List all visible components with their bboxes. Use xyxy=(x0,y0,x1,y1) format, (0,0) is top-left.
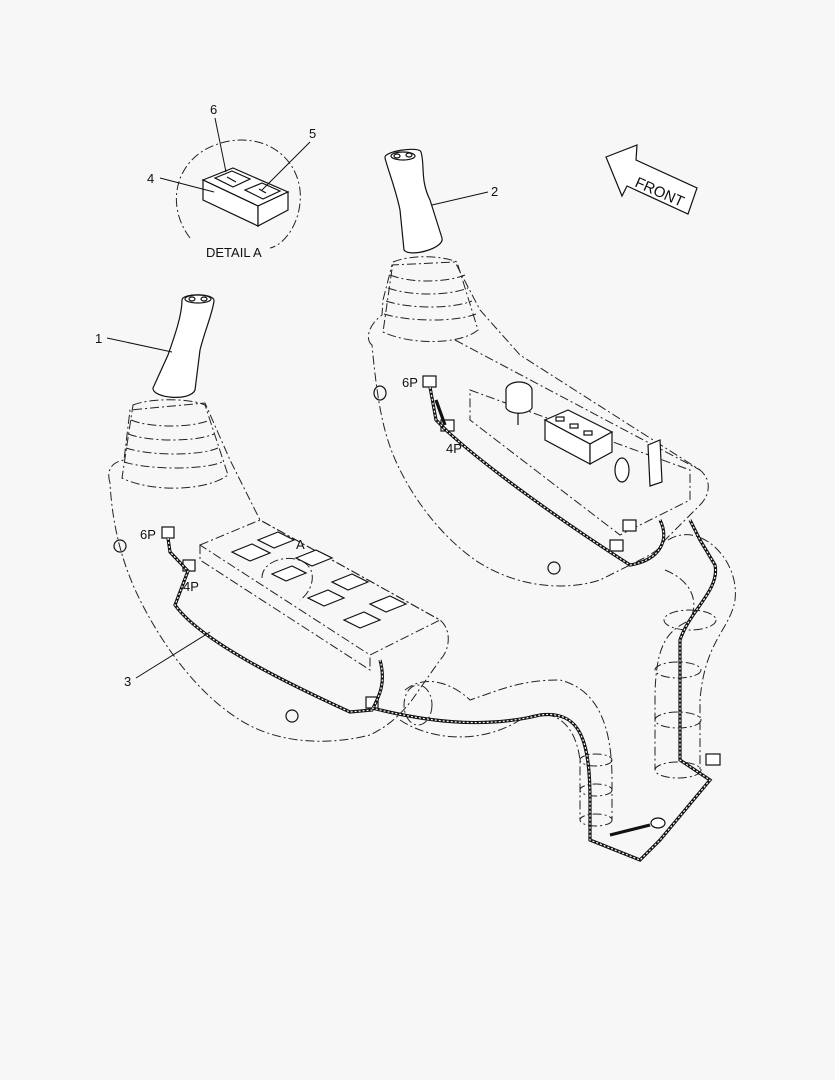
front-arrow-icon: FRONT xyxy=(605,144,698,215)
connector-6p-left: 6P xyxy=(140,527,156,542)
callout-1: 1 xyxy=(95,331,102,346)
detail-a-marker: A xyxy=(296,537,305,552)
connector-6p-right: 6P xyxy=(402,375,418,390)
key-switch-icon xyxy=(505,381,533,425)
switch-icon xyxy=(270,565,308,582)
switch-icon xyxy=(256,531,296,549)
switch-icon xyxy=(213,170,252,188)
joystick-handle-icon xyxy=(152,294,215,398)
callout-4: 4 xyxy=(147,171,154,186)
connector-4p-left: 4P xyxy=(183,579,199,594)
switch-icon xyxy=(342,611,382,629)
joystick-handle-icon xyxy=(384,148,443,254)
connector-4p-right: 4P xyxy=(446,441,462,456)
callout-6: 6 xyxy=(210,102,217,117)
leader-1 xyxy=(106,337,173,353)
switch-block-side xyxy=(257,191,289,227)
leader-5 xyxy=(261,141,311,191)
ground-terminal xyxy=(650,817,666,829)
leader-6 xyxy=(214,117,227,173)
detail-a-marker-circle xyxy=(261,557,313,601)
callout-5: 5 xyxy=(309,126,316,141)
conduit xyxy=(371,519,736,862)
right-console: 6P 4P 2 xyxy=(367,148,709,587)
switch-icon xyxy=(330,573,370,591)
leader-4 xyxy=(159,177,215,193)
switch-icon xyxy=(368,595,408,613)
callout-3: 3 xyxy=(124,674,131,689)
callout-2: 2 xyxy=(491,184,498,199)
detail-a-label: DETAIL A xyxy=(206,245,262,260)
leader-2 xyxy=(431,191,489,206)
detail-a-group: 6 5 4 DETAIL A xyxy=(147,102,316,260)
leader-3 xyxy=(135,631,211,679)
switch-icon xyxy=(294,549,334,567)
switch-icon xyxy=(306,589,346,607)
left-console: A 6P 4P 1 3 xyxy=(95,294,449,742)
switch-icon xyxy=(230,543,272,562)
detail-a-circle xyxy=(175,139,301,249)
